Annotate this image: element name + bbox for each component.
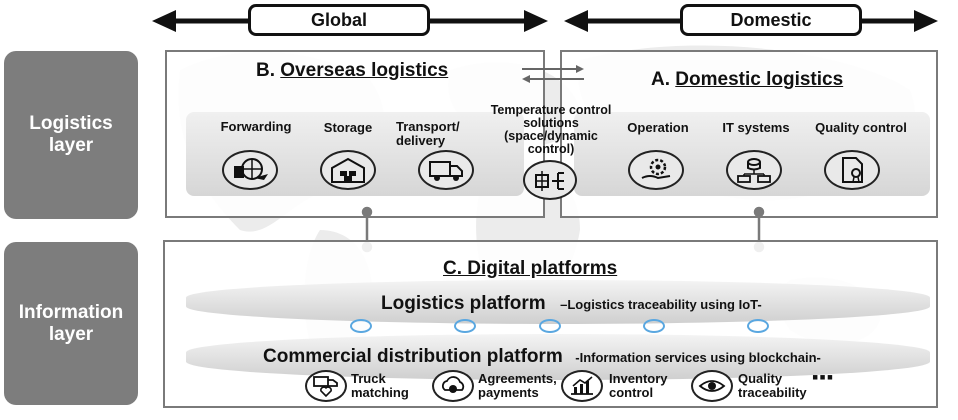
forwarding-label: Forwarding <box>220 119 292 134</box>
it-systems-label: IT systems <box>722 120 790 135</box>
gear-hand-icon <box>628 150 684 190</box>
commercial-platform-subtitle: -Information services using blockchain- <box>575 350 821 365</box>
domestic-logistics-title: A. Domestic logistics <box>651 69 844 90</box>
information-layer-label: Information layer <box>4 242 138 405</box>
sync-icon <box>643 319 665 333</box>
commercial-platform-disc <box>186 334 930 380</box>
digital-platforms-title: C. Digital platforms <box>443 258 618 279</box>
temperature-control-label: Temperature control solutions (space/dyn… <box>490 103 612 156</box>
cloud-money-icon <box>432 370 474 402</box>
logistics-platform-disc <box>186 280 930 324</box>
logistics-platform-title: Logistics platform <box>381 293 546 314</box>
storage-label: Storage <box>323 120 373 135</box>
sync-icon <box>539 319 561 333</box>
commercial-platform-title: Commercial distribution platform <box>263 346 563 367</box>
certificate-icon <box>824 150 880 190</box>
commercial-distribution-platform: Commercial distribution platform -Inform… <box>263 346 821 368</box>
chart-icon <box>561 370 603 402</box>
sync-icon <box>747 319 769 333</box>
inventory-control-label: Inventory control <box>609 371 668 400</box>
eye-icon <box>691 370 733 402</box>
global-label: Global <box>248 4 430 36</box>
logistics-platform-subtitle: –Logistics traceability using IoT- <box>560 297 762 312</box>
truck-matching-label: Truck matching <box>351 371 409 400</box>
warehouse-icon <box>320 150 376 190</box>
globe-building-plane-icon <box>222 150 278 190</box>
agreements-payments-label: Agreements, payments <box>478 371 557 400</box>
more-services-ellipsis: ▪▪▪ <box>812 367 835 387</box>
sync-icon <box>454 319 476 333</box>
operation-label: Operation <box>627 120 689 135</box>
truck-heart-icon <box>305 370 347 402</box>
overseas-logistics-title: B. Overseas logistics <box>256 60 449 81</box>
transport-delivery-label: Transport/ delivery <box>396 119 460 148</box>
exchange-arrows <box>522 65 584 83</box>
sync-icon <box>350 319 372 333</box>
temperature-control-icon <box>523 160 577 200</box>
truck-icon <box>418 150 474 190</box>
quality-traceability-label: Quality traceability <box>738 371 807 400</box>
quality-control-label: Quality control <box>815 120 907 135</box>
logistics-layer-label: Logistics layer <box>4 51 138 219</box>
network-server-icon <box>726 150 782 190</box>
logistics-platform: Logistics platform –Logistics traceabili… <box>381 293 762 315</box>
domestic-label: Domestic <box>680 4 862 36</box>
